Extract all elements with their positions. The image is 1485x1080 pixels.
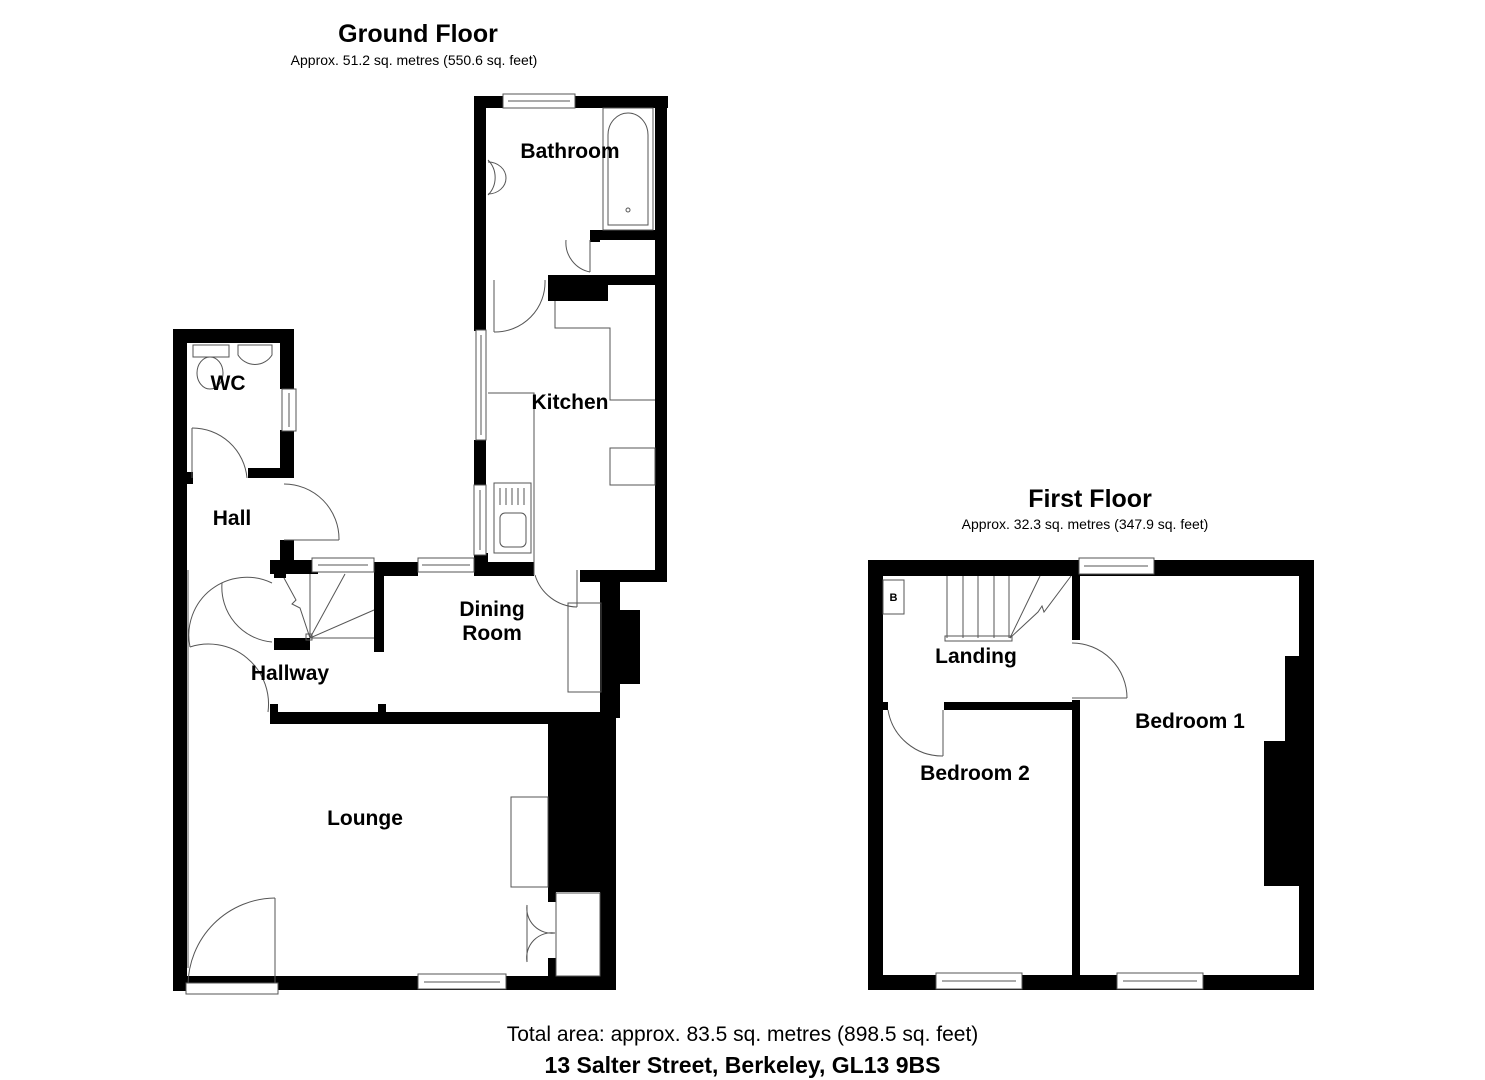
property-address: 13 Salter Street, Berkeley, GL13 9BS bbox=[544, 1052, 941, 1078]
room-label-wc: WC bbox=[210, 372, 246, 395]
room-label-lounge: Lounge bbox=[327, 807, 403, 830]
room-label-hallway: Hallway bbox=[250, 662, 330, 685]
first-floor-fixtures bbox=[882, 557, 1204, 990]
room-label-dining-room-line1: Dining bbox=[459, 598, 525, 621]
room-label-bathroom: Bathroom bbox=[520, 140, 620, 163]
first-floor-area: Approx. 32.3 sq. metres (347.9 sq. feet) bbox=[961, 516, 1209, 532]
total-area: Total area: approx. 83.5 sq. metres (898… bbox=[506, 1023, 979, 1046]
room-label-bedroom-1: Bedroom 1 bbox=[1135, 710, 1245, 733]
room-label-kitchen: Kitchen bbox=[531, 391, 609, 414]
room-label-bedroom-2: Bedroom 2 bbox=[920, 762, 1030, 785]
room-label-dining-room-line2: Room bbox=[462, 622, 522, 645]
boiler-label: B bbox=[889, 592, 898, 604]
room-label-hall: Hall bbox=[212, 507, 252, 530]
ground-floor-fixtures bbox=[185, 93, 656, 995]
first-floor-title: First Floor bbox=[1028, 485, 1152, 513]
ground-floor-area: Approx. 51.2 sq. metres (550.6 sq. feet) bbox=[290, 52, 538, 68]
room-label-landing: Landing bbox=[935, 645, 1017, 668]
ground-floor-title: Ground Floor bbox=[338, 20, 498, 48]
ground-floor-walls bbox=[173, 96, 668, 991]
